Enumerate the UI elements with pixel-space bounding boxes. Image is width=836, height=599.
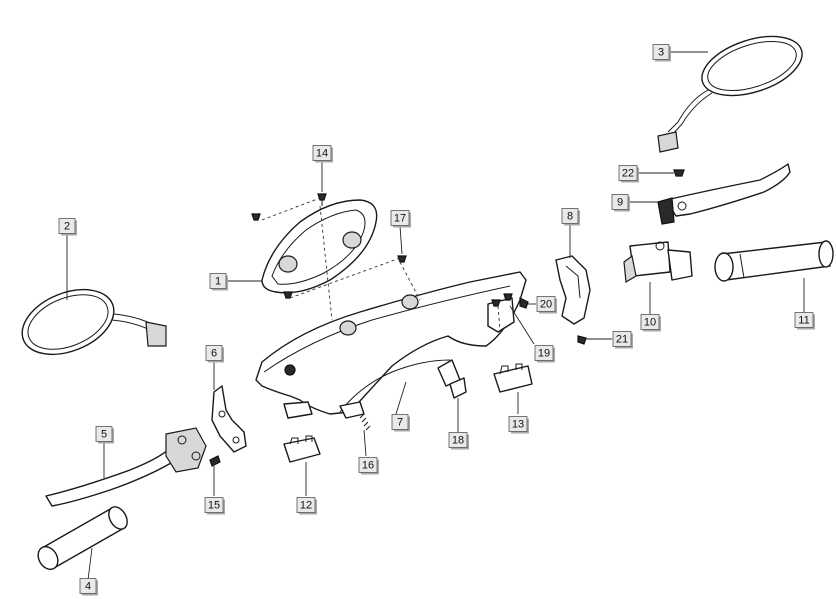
bracket-12 (283, 435, 321, 463)
callout-number: 18 (452, 435, 464, 447)
callout-box (312, 145, 332, 161)
callout-leaders (66, 51, 805, 581)
callout-box (611, 194, 629, 210)
left-grip (37, 506, 128, 571)
callout-box (205, 345, 223, 361)
callout-box (640, 314, 660, 330)
screw-20 (519, 297, 529, 309)
screw-15 (209, 455, 221, 467)
right-grip (714, 240, 834, 282)
callout-number: 2 (64, 221, 70, 233)
callout-box (296, 497, 316, 513)
callout-20: 20 (536, 296, 557, 314)
callout-12: 12 (296, 497, 317, 515)
callout-number: 7 (397, 417, 403, 429)
callout-number: 10 (644, 317, 656, 329)
callout-number: 14 (316, 148, 328, 160)
callout-2: 2 (58, 218, 77, 236)
callout-number: 1 (215, 276, 221, 288)
callout-box (794, 312, 814, 328)
callout-number: 5 (101, 429, 107, 441)
right-mirror (657, 35, 803, 153)
callout-4: 4 (79, 578, 98, 596)
callout-box (358, 457, 378, 473)
callout-number: 19 (538, 348, 550, 360)
clip-18 (449, 377, 467, 399)
callout-box (561, 208, 579, 224)
callout-box (618, 165, 638, 181)
screw-21 (577, 335, 587, 345)
callout-17: 17 (390, 210, 411, 228)
callout-box (612, 331, 632, 347)
callout-box (390, 210, 410, 226)
right-lever (657, 163, 791, 225)
upper-cover (261, 199, 378, 294)
callout-number: 6 (211, 348, 217, 360)
callout-number: 17 (394, 213, 406, 225)
bracket-13 (493, 363, 533, 393)
callout-21: 21 (612, 331, 633, 349)
callout-7: 7 (391, 414, 410, 432)
callout-9: 9 (611, 194, 630, 212)
callout-box (58, 218, 76, 234)
callout-number: 3 (658, 47, 664, 59)
screw-17 (397, 255, 407, 263)
left-lever (45, 427, 207, 507)
callout-box (652, 44, 670, 60)
callout-number: 9 (617, 197, 623, 209)
callout-box (391, 414, 409, 430)
screw-left-upper (251, 213, 296, 376)
left-mirror (21, 288, 167, 356)
callout-box (534, 345, 554, 361)
callout-19: 19 (534, 345, 555, 363)
callout-16: 16 (358, 457, 379, 475)
callout-number: 12 (300, 500, 312, 512)
lower-cover (255, 271, 527, 419)
callout-22: 22 (618, 165, 639, 183)
callout-box (536, 296, 556, 312)
screw-22 (673, 169, 685, 177)
callout-box (209, 273, 227, 289)
callout-number: 16 (362, 460, 374, 472)
spring-16 (359, 413, 371, 431)
callout-number: 4 (85, 581, 91, 593)
callout-8: 8 (561, 208, 580, 226)
callout-15: 15 (204, 497, 225, 515)
callout-11: 11 (794, 312, 815, 330)
callout-number: 8 (567, 211, 573, 223)
callout-1: 1 (209, 273, 228, 291)
callout-number: 22 (622, 168, 634, 180)
right-master-cylinder (623, 241, 693, 284)
callout-6: 6 (205, 345, 224, 363)
callout-number: 20 (540, 299, 552, 311)
callout-box (508, 416, 528, 432)
callout-number: 15 (208, 500, 220, 512)
callout-box (95, 426, 113, 442)
callout-box (448, 432, 468, 448)
callout-number: 21 (616, 334, 628, 346)
callout-18: 18 (448, 432, 469, 450)
callout-14: 14 (312, 145, 333, 163)
callout-number: 13 (512, 419, 524, 431)
callout-10: 10 (640, 314, 661, 332)
callout-box (79, 578, 97, 594)
callout-13: 13 (508, 416, 529, 434)
callout-3: 3 (652, 44, 671, 62)
screw-14 (317, 193, 327, 206)
callout-5: 5 (95, 426, 114, 444)
callout-box (204, 497, 224, 513)
callout-number: 11 (798, 315, 809, 327)
right-switch-housing (555, 255, 591, 325)
left-switch-cover (211, 385, 247, 453)
